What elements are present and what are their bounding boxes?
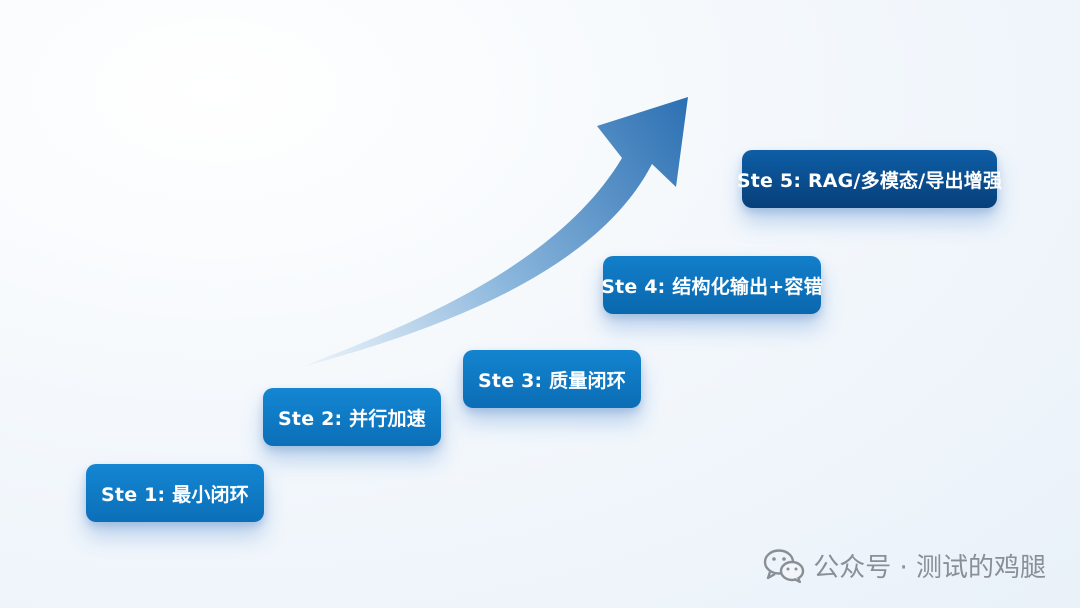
wechat-icon bbox=[764, 548, 805, 583]
watermark-text: 公众号 · 测试的鸡腿 bbox=[813, 553, 1046, 583]
step-5-box: Ste 5: RAG/多模态/导出增强 bbox=[737, 150, 1002, 208]
step-1-label: Ste 1: 最小闭环 bbox=[101, 483, 249, 506]
watermark: 公众号 · 测试的鸡腿 bbox=[763, 547, 1046, 584]
step-5-label: Ste 5: RAG/多模态/导出增强 bbox=[736, 169, 1003, 192]
growth-arrow-shape bbox=[298, 97, 688, 368]
step-2-label: Ste 2: 并行加速 bbox=[278, 407, 426, 430]
step-2-box: Ste 2: 并行加速 bbox=[263, 388, 441, 446]
step-3-box: Ste 3: 质量闭环 bbox=[463, 350, 641, 408]
step-1-box: Ste 1: 最小闭环 bbox=[86, 464, 264, 522]
step-4-label: Ste 4: 结构化输出+容错 bbox=[601, 275, 823, 298]
step-4-box: Ste 4: 结构化输出+容错 bbox=[601, 256, 823, 314]
step-3-label: Ste 3: 质量闭环 bbox=[478, 369, 626, 392]
